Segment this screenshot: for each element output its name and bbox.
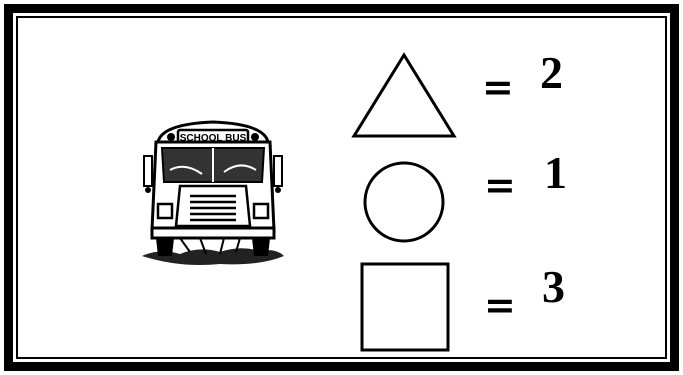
inner-frame [16, 16, 667, 359]
circle-value: 1 [544, 150, 567, 196]
outer-frame [4, 4, 679, 371]
circle-equals-sign: = [484, 166, 516, 204]
triangle-shape [350, 52, 458, 140]
square-value: 3 [542, 264, 565, 310]
triangle-value: 2 [540, 50, 563, 96]
square-equals-sign: = [484, 286, 516, 324]
school-bus-image: SCHOOL BUS [140, 118, 286, 270]
square-shape [360, 262, 450, 352]
circle-shape [362, 160, 446, 244]
triangle-equals-sign: = [482, 68, 514, 106]
